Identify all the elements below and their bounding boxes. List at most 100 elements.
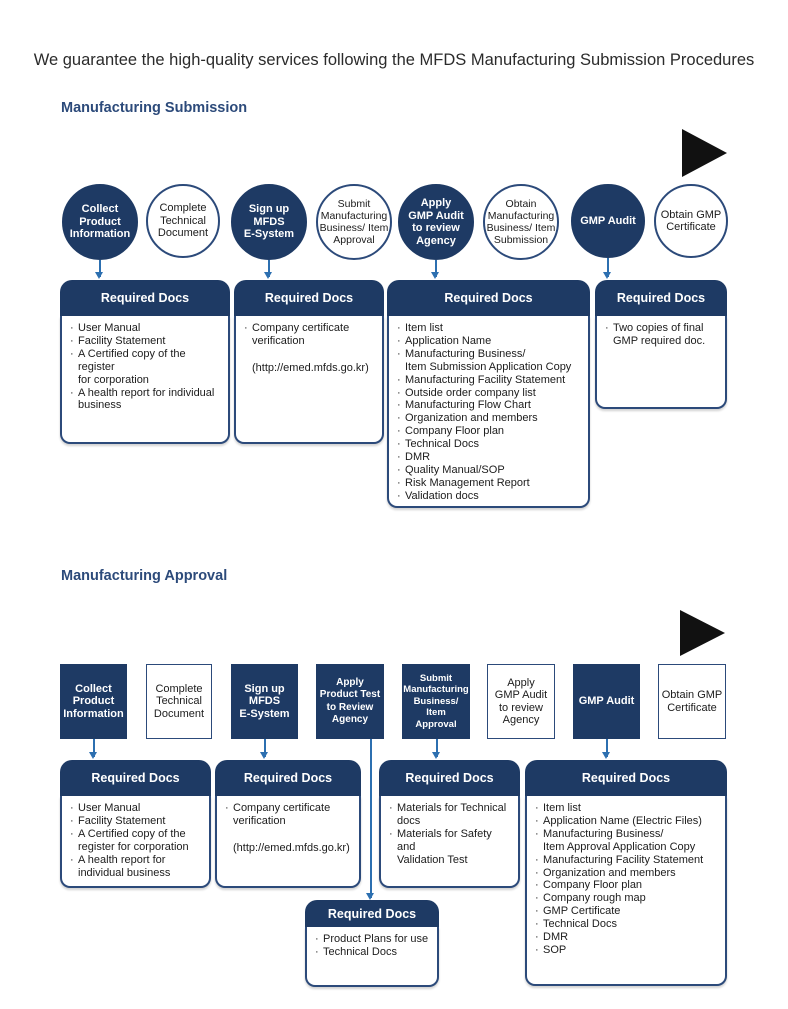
sub-step-obtain-manufacturing-submission: Obtain Manufacturing Business/ Item Subm… [483,184,559,260]
list-item: Manufacturing Facility Statement [534,854,719,867]
required-docs-list: User Manual Facility Statement A Certifi… [69,802,203,879]
list-item: User Manual [69,802,203,815]
list-item: SOP [534,944,719,957]
list-item: DMR [534,931,719,944]
list-item: Outside order company list [396,387,582,400]
list-item: DMR [396,451,582,464]
sub-required-docs-1: Required Docs User Manual Facility State… [60,280,230,444]
sub-step-collect-product-information: Collect Product Information [62,184,138,260]
sub-connector-2 [265,260,271,279]
list-item: Facility Statement [69,815,203,828]
list-item: User Manual [69,322,222,335]
sub-connector-3 [432,260,438,279]
sub-step-sign-up-mfds-esystem: Sign up MFDS E-System [231,184,307,260]
approval-arrowhead [680,610,725,656]
list-item: Company certificate verification [224,802,353,828]
required-docs-list: Item list Application Name (Electric Fil… [534,802,719,957]
list-item: Company Floor plan [534,879,719,892]
list-item: Two copies of final GMP required doc. [604,322,719,348]
list-item: Manufacturing Business/ Item Submission … [396,348,582,374]
sub-step-complete-technical-document: Complete Technical Document [146,184,220,258]
appr-connector-product-test [367,739,373,900]
required-docs-list: Item list Application Name Manufacturing… [396,322,582,503]
sub-required-docs-3: Required Docs Item list Application Name… [387,280,590,508]
required-docs-heading: Required Docs [60,760,211,796]
appr-step-collect-product-information: Collect Product Information [60,664,127,739]
sub-step-obtain-gmp-certificate: Obtain GMP Certificate [654,184,728,258]
list-item: Application Name (Electric Files) [534,815,719,828]
required-docs-list: Materials for Technical docs Materials f… [388,802,512,867]
submission-arrowhead [682,129,727,177]
appr-required-docs-4: Required Docs Item list Application Name… [525,760,727,986]
appr-step-complete-technical-document: Complete Technical Document [146,664,212,739]
list-item: Quality Manual/SOP [396,464,582,477]
list-item: Validation docs [396,490,582,503]
list-item: Manufacturing Flow Chart [396,399,582,412]
approval-progress-arrow [66,610,725,656]
required-docs-heading: Required Docs [525,760,727,796]
list-item: Item list [396,322,582,335]
list-item: Technical Docs [314,946,431,959]
required-docs-heading: Required Docs [215,760,361,796]
sub-required-docs-2: Required Docs Company certificate verifi… [234,280,384,444]
appr-connector-3 [433,739,439,759]
list-item: Organization and members [534,867,719,880]
sub-connector-1 [96,260,102,279]
required-docs-heading: Required Docs [387,280,590,316]
list-item: Materials for Safety and Validation Test [388,828,512,867]
appr-connector-1 [90,739,96,759]
required-docs-list: User Manual Facility Statement A Certifi… [69,322,222,412]
required-docs-heading: Required Docs [60,280,230,316]
appr-required-docs-product-test: Required Docs Product Plans for use Tech… [305,900,439,987]
appr-connector-2 [261,739,267,759]
list-item: A Certified copy of the register for cor… [69,348,222,387]
mfds-url-text: (http://emed.mfds.go.kr) [252,361,369,374]
list-item: A health report for individual business [69,387,222,413]
required-docs-heading: Required Docs [234,280,384,316]
submission-section-title: Manufacturing Submission [61,100,248,116]
mfds-url-text: (http://emed.mfds.go.kr) [233,841,350,854]
appr-step-apply-gmp-audit: Apply GMP Audit to review Agency [487,664,555,739]
list-item: Materials for Technical docs [388,802,512,828]
sub-step-gmp-audit: GMP Audit [571,184,645,258]
required-docs-heading: Required Docs [305,900,439,927]
appr-required-docs-1: Required Docs User Manual Facility State… [60,760,211,888]
list-item: Application Name [396,335,582,348]
list-item: Company certificate verification [243,322,376,348]
appr-step-sign-up-mfds-esystem: Sign up MFDS E-System [231,664,298,739]
required-docs-heading: Required Docs [595,280,727,316]
list-item: Risk Management Report [396,477,582,490]
list-item: A Certified copy of the register for cor… [69,828,203,854]
appr-step-submit-manufacturing-approval: Submit Manufacturing Business/ Item Appr… [402,664,470,739]
required-docs-list: Company certificate verification [224,802,353,828]
list-item: Manufacturing Business/ Item Approval Ap… [534,828,719,854]
appr-connector-4 [603,739,609,759]
list-item: Technical Docs [534,918,719,931]
required-docs-list: Company certificate verification [243,322,376,348]
required-docs-list: Two copies of final GMP required doc. [604,322,719,348]
list-item: Company rough map [534,892,719,905]
appr-required-docs-2: Required Docs Company certificate verifi… [215,760,361,888]
sub-step-submit-manufacturing-approval: Submit Manufacturing Business/ Item Appr… [316,184,392,260]
sub-required-docs-4: Required Docs Two copies of final GMP re… [595,280,727,409]
appr-step-gmp-audit: GMP Audit [573,664,640,739]
list-item: Facility Statement [69,335,222,348]
list-item: Technical Docs [396,438,582,451]
list-item: Manufacturing Facility Statement [396,374,582,387]
list-item: GMP Certificate [534,905,719,918]
list-item: Item list [534,802,719,815]
page-headline: We guarantee the high-quality services f… [33,51,755,69]
required-docs-heading: Required Docs [379,760,520,796]
list-item: Company Floor plan [396,425,582,438]
list-item: Organization and members [396,412,582,425]
sub-step-apply-gmp-audit: Apply GMP Audit to review Agency [398,184,474,260]
appr-required-docs-3: Required Docs Materials for Technical do… [379,760,520,888]
list-item: A health report for individual business [69,854,203,880]
submission-progress-arrow [66,129,727,177]
list-item: Product Plans for use [314,933,431,946]
required-docs-list: Product Plans for use Technical Docs [314,933,431,959]
sub-connector-4 [604,258,610,279]
approval-section-title: Manufacturing Approval [61,568,228,584]
appr-step-apply-product-test: Apply Product Test to Review Agency [316,664,384,739]
appr-step-obtain-gmp-certificate: Obtain GMP Certificate [658,664,726,739]
